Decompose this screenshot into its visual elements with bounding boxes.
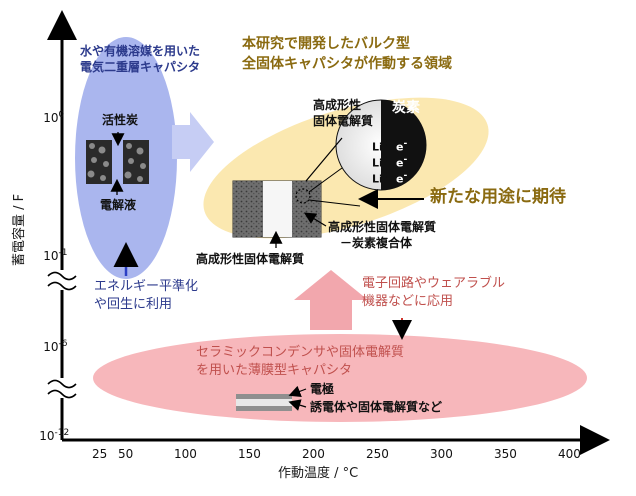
x-axis-title: 作動温度 / °C <box>278 466 359 481</box>
electrode-label: 電極 <box>310 382 335 396</box>
zoom-marker <box>295 188 311 204</box>
x-tick-200: 200 <box>302 447 325 461</box>
y-tick-1: 100 <box>43 109 65 125</box>
y-axis-break-upper <box>47 270 77 291</box>
electrode-pointer <box>288 385 307 398</box>
x-tick-350: 350 <box>494 447 517 461</box>
bulk-title-line2: 全固体キャパシタが作動する領域 <box>242 56 452 72</box>
formable-electrolyte-pointer <box>305 137 343 182</box>
li-ion-3: Li+ <box>372 170 391 186</box>
zoom-circle <box>335 99 427 191</box>
electronics-line2: 機器などに応用 <box>362 294 454 309</box>
dielectric-label: 誘電体や固体電解質など <box>310 400 443 414</box>
energy-line1: エネルギー平準化 <box>94 279 199 294</box>
thin-film-region <box>93 334 587 422</box>
electron-2: e- <box>396 154 408 170</box>
edlc-title-line2: 電気二重層キャパシタ <box>80 60 201 74</box>
new-uses-label: 新たな用途に期待 <box>430 187 566 207</box>
dielectric-pointer <box>288 399 307 411</box>
li-ion-2: Li+ <box>372 154 391 170</box>
thin-film-title-line1: セラミックコンデンサや固体電解質 <box>196 345 405 360</box>
composite-line1: 高成形性固体電解質 <box>328 220 437 234</box>
x-tick-250: 250 <box>366 447 389 461</box>
y-axis-title: 蓄電容量 / F <box>12 193 28 266</box>
x-tick-50: 50 <box>118 447 134 461</box>
thin-film-title-line2: を用いた薄膜型キャパシタ <box>196 363 353 378</box>
x-tick-25: 25 <box>92 447 108 461</box>
li-ion-1: Li+ <box>372 138 391 154</box>
activated-carbon-cells <box>86 140 149 184</box>
x-tick-300: 300 <box>430 447 453 461</box>
formable-electrolyte-line2: 固体電解質 <box>313 114 374 128</box>
edlc-title-line1: 水や有機溶媒を用いた <box>80 44 201 58</box>
bulk-cell-block <box>232 180 322 238</box>
energy-line2: や回生に利用 <box>94 297 173 312</box>
y-axis-break-lower <box>47 378 77 399</box>
carbon-label: 炭素 <box>392 100 420 116</box>
bulk-title-line1: 本研究で開発したバルク型 <box>242 36 410 52</box>
electrolyte-label: 電解液 <box>100 198 137 212</box>
y-tick-4: 10-12 <box>39 427 70 443</box>
y-tick-2: 10-1 <box>43 247 68 263</box>
thin-film-stack <box>236 394 292 411</box>
edlc-to-bulk-arrow <box>186 112 214 172</box>
bottom-electrolyte-label: 高成形性固体電解質 <box>196 252 305 266</box>
thin-film-to-bulk-arrow <box>294 270 368 330</box>
formable-electrolyte-line1: 高成形性 <box>313 98 362 112</box>
electron-1: e- <box>396 138 408 154</box>
electronics-line1: 電子回路やウェアラブル <box>362 276 506 291</box>
activated-carbon-label: 活性炭 <box>102 113 139 127</box>
x-tick-100: 100 <box>174 447 197 461</box>
composite-pointer <box>303 212 327 227</box>
y-tick-3: 10-6 <box>43 338 68 354</box>
electron-3: e- <box>396 170 408 186</box>
x-tick-400: 400 <box>558 447 581 461</box>
composite-line2: －炭素複合体 <box>340 236 413 250</box>
x-tick-150: 150 <box>238 447 261 461</box>
